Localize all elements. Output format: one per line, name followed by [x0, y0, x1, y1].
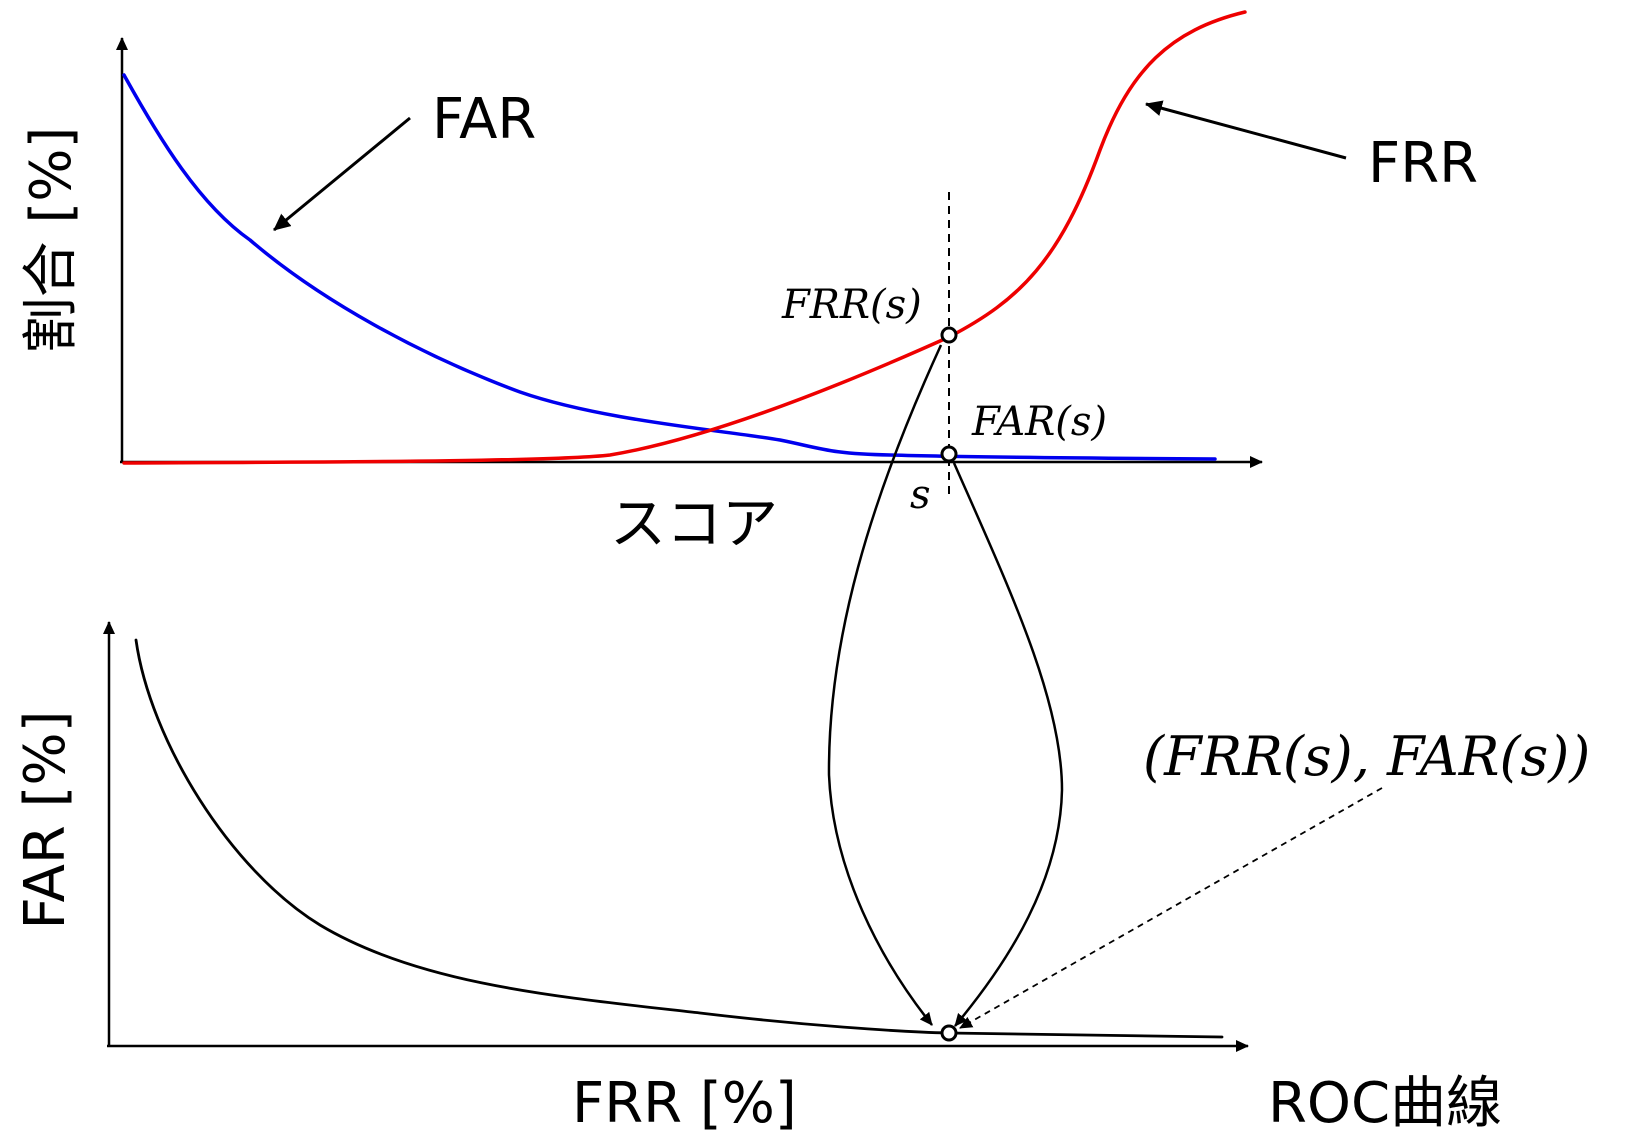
mapping-connectors [827, 344, 1383, 1029]
bottom-chart: (FRR(s), FAR(s)) FAR [%] FRR [%] ROC曲線 [13, 621, 1590, 1136]
frr-callout-label: FRR [1368, 131, 1478, 196]
threshold-label: s [910, 472, 931, 518]
top-chart: FAR FRR FRR(s) FAR(s) s 割合 [%] スコア [19, 10, 1478, 557]
frr-curve [122, 10, 1247, 465]
frr-callout-arrow [1145, 100, 1347, 160]
far-point-label: FAR(s) [971, 399, 1107, 445]
roc-point-marker [940, 1024, 958, 1042]
roc-point-dashed-pointer [959, 787, 1383, 1029]
far-to-roc-connector [952, 462, 1064, 1027]
bottom-y-axis-label: FAR [%] [13, 711, 78, 930]
far-callout-arrow [273, 116, 411, 232]
roc-curve [134, 638, 1224, 1039]
far-point-marker [940, 445, 958, 463]
frr-point-marker [940, 326, 958, 344]
top-x-axis-label: スコア [610, 492, 778, 557]
roc-title: ROC曲線 [1268, 1071, 1502, 1136]
far-callout-label: FAR [432, 87, 536, 152]
top-y-axis-label: 割合 [%] [19, 127, 84, 354]
frr-point-label: FRR(s) [781, 282, 922, 328]
frr-to-roc-connector [827, 344, 943, 1026]
bottom-x-axis-label: FRR [%] [572, 1071, 797, 1136]
roc-point-label: (FRR(s), FAR(s)) [1143, 725, 1590, 788]
